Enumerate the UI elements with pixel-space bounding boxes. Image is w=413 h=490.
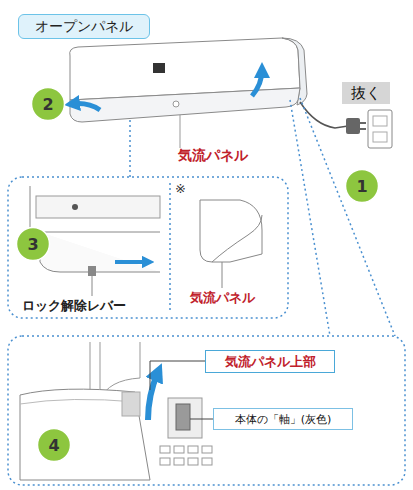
node-text-group: 本体の「軸」(灰色) xyxy=(235,412,332,427)
node-text-group: オープンパネル xyxy=(35,18,133,36)
inset-four xyxy=(8,336,405,485)
node-text: 4 xyxy=(48,436,59,455)
node-text-group: 2 xyxy=(42,95,53,114)
callout-circle-shape xyxy=(346,170,379,203)
node-text-group: 3 xyxy=(27,235,38,254)
label-box: 気流パネル上部 xyxy=(205,350,335,373)
part-label: 気流パネル xyxy=(178,147,248,165)
callout-number: 1 xyxy=(344,168,380,204)
callout-circle-shape xyxy=(17,228,50,261)
node-text-group: 抜く xyxy=(351,84,381,103)
callout-circle-shape xyxy=(38,429,71,462)
label-box: オープンパネル xyxy=(18,14,150,39)
node-text: 1 xyxy=(356,177,367,196)
callout-number: 2 xyxy=(30,86,66,122)
node-text: 気流パネル上部 xyxy=(225,353,316,371)
label-box: 抜く xyxy=(342,82,390,104)
label-box: 本体の「軸」(灰色) xyxy=(213,408,353,430)
node-text-group: 4 xyxy=(48,436,59,455)
callout-circle-shape xyxy=(32,88,65,121)
node-text: 3 xyxy=(27,235,38,254)
plug-outlet xyxy=(300,102,392,148)
node-text: 2 xyxy=(42,95,53,114)
inset-three xyxy=(8,177,288,318)
air-conditioner xyxy=(70,38,307,148)
node-text-group: 1 xyxy=(356,177,367,196)
node-text-group: 気流パネル上部 xyxy=(225,353,316,371)
callout-number: 4 xyxy=(36,427,72,463)
callout-number: 3 xyxy=(15,226,51,262)
node-text: 抜く xyxy=(351,84,381,103)
node-text: 本体の「軸」(灰色) xyxy=(235,412,332,427)
part-label: ※ xyxy=(175,181,186,196)
part-label: ロック解除レバー xyxy=(22,297,126,315)
part-label: 気流パネル xyxy=(190,289,255,307)
node-text: オープンパネル xyxy=(35,18,133,36)
